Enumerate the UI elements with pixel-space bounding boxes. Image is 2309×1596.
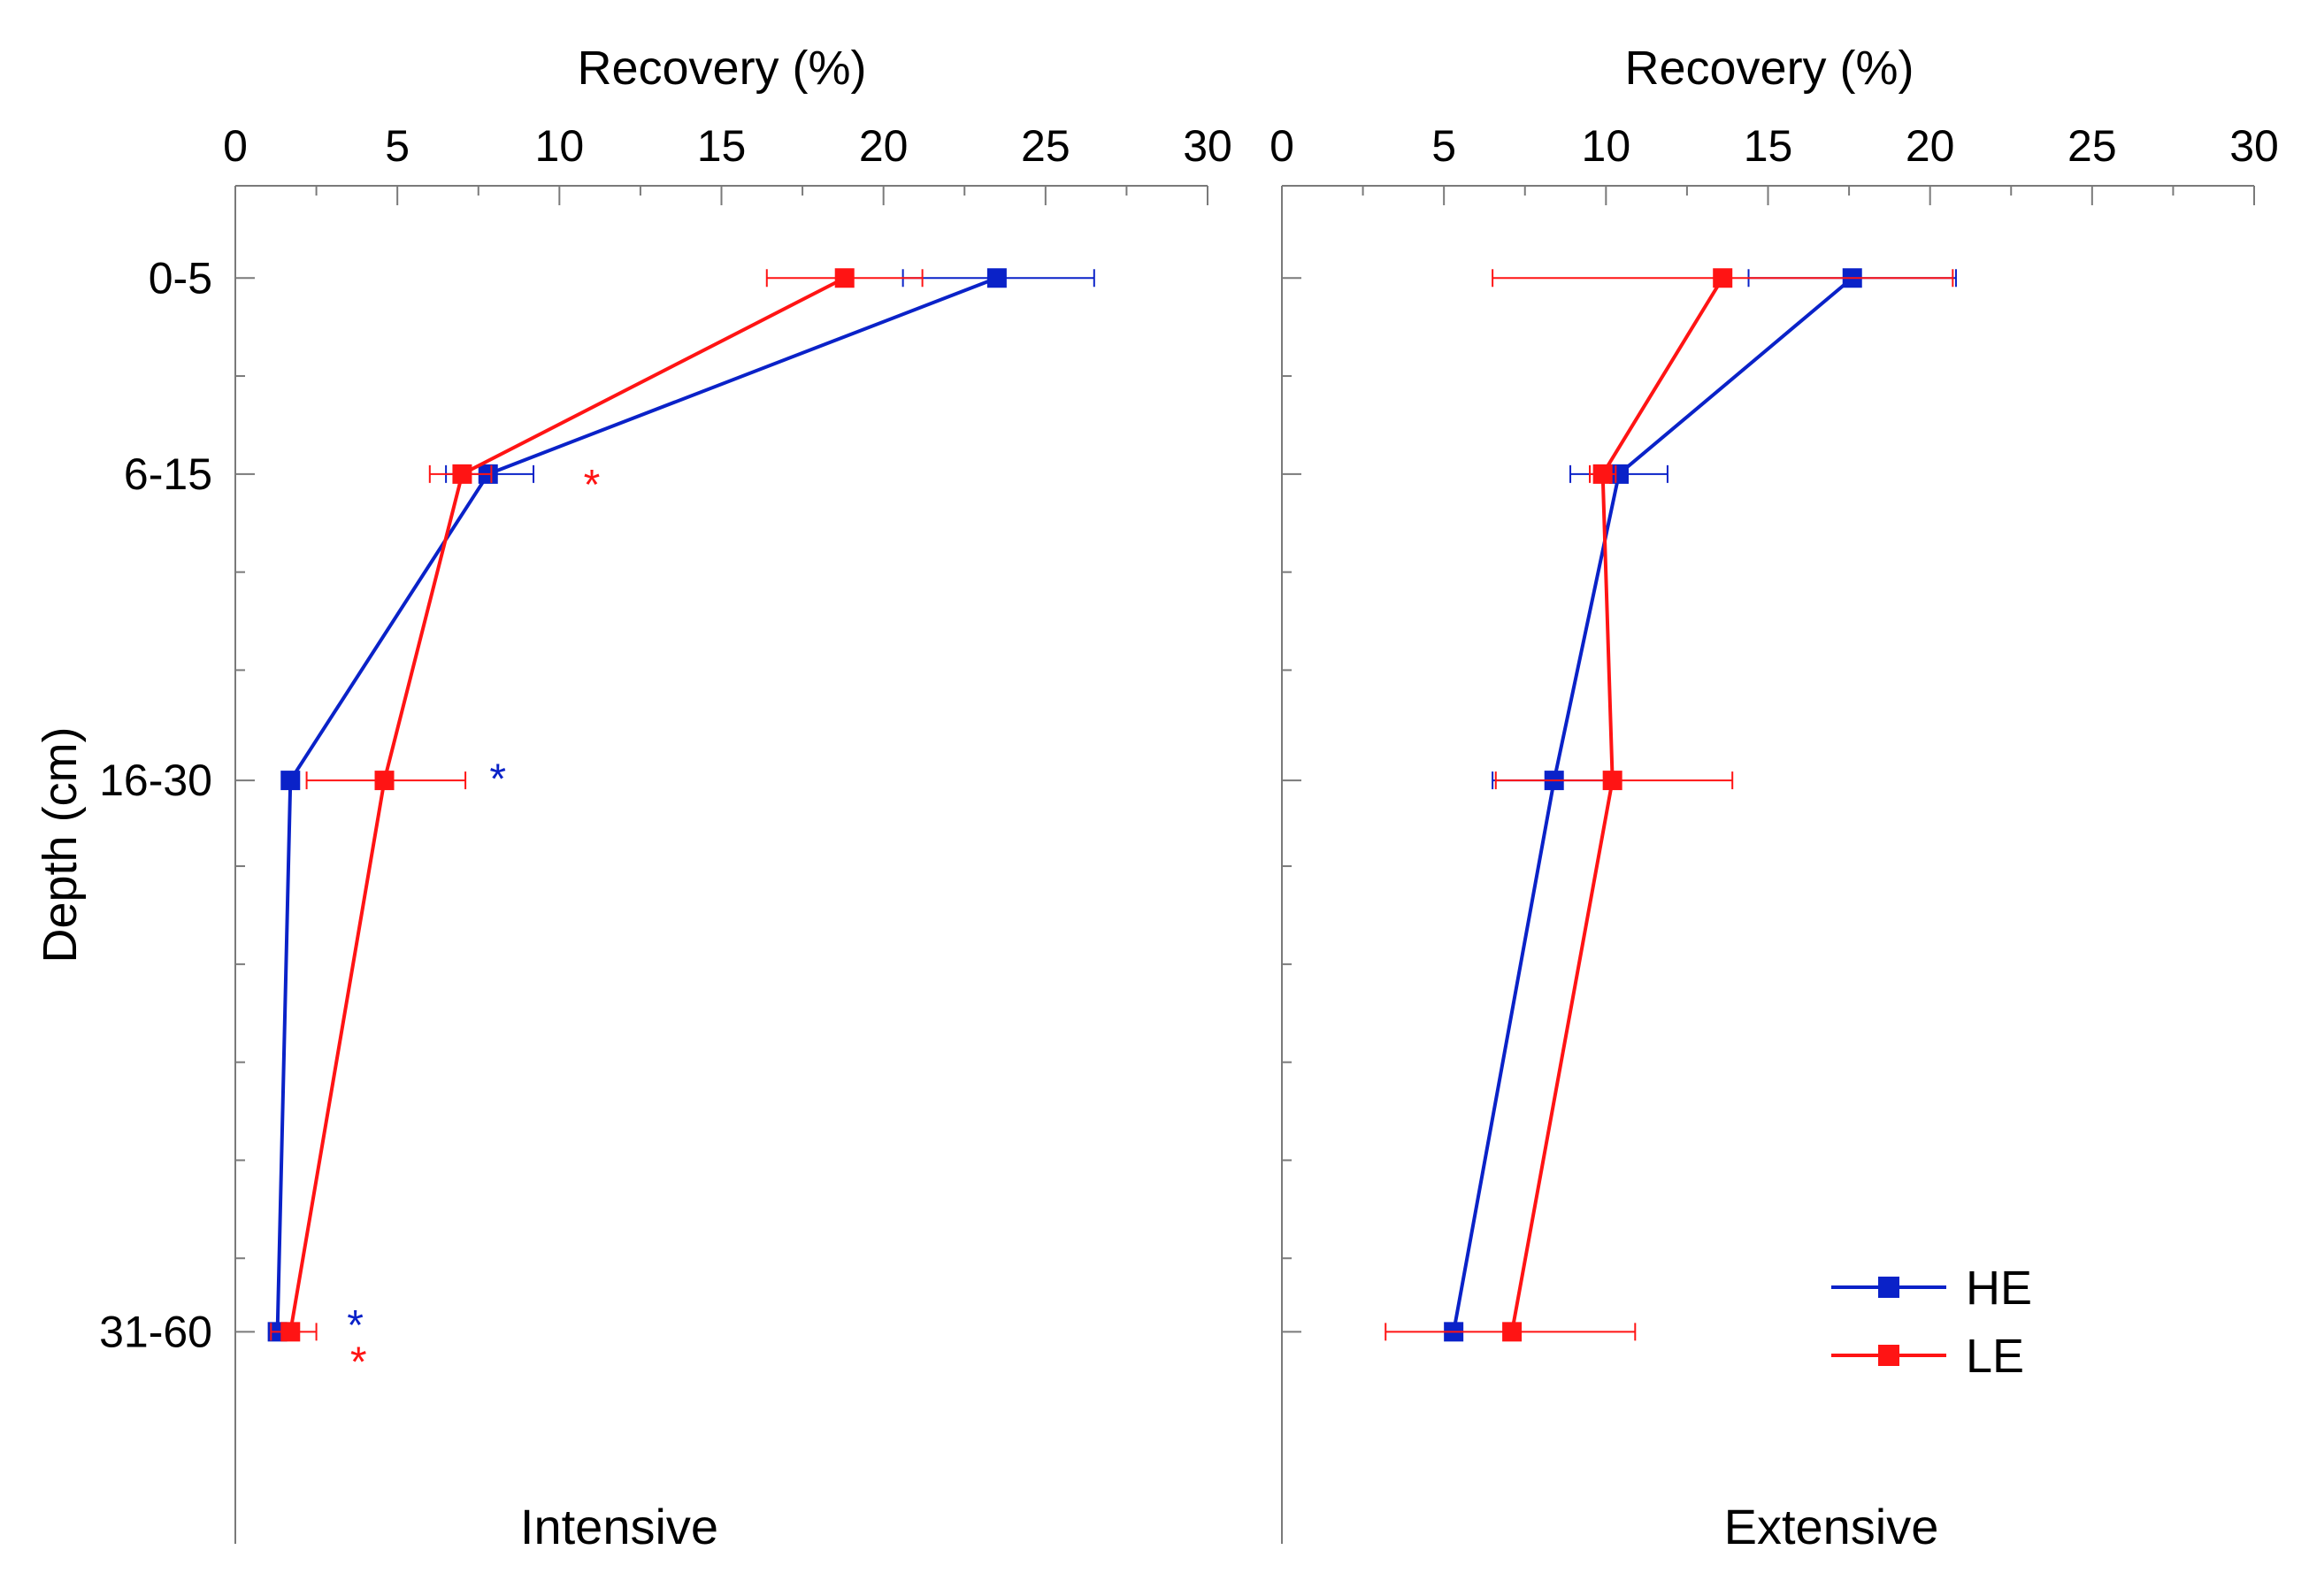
data-point-extensive-le-1: [1592, 464, 1613, 484]
x-tick-label-intensive-5: 5: [385, 121, 410, 171]
data-point-intensive-le-3: [280, 1322, 301, 1342]
significance-marker-intensive-0: *: [584, 462, 601, 509]
legend: HE LE: [1831, 1262, 2032, 1383]
significance-marker-intensive-1: *: [489, 756, 506, 802]
x-tick-label-extensive-25: 25: [2067, 121, 2117, 171]
legend-le-marker: [1878, 1345, 1899, 1366]
significance-marker-intensive-2: *: [347, 1302, 364, 1349]
significance-marker-intensive-3: *: [350, 1339, 367, 1386]
data-point-intensive-le-0: [834, 268, 855, 288]
data-point-intensive-he-2: [280, 771, 301, 791]
panel-extensive: Recovery (%) Extensive 0 5 10 15 20 25 30: [1270, 42, 2279, 1554]
data-point-extensive-he-1: [1608, 464, 1629, 484]
x-tick-label-intensive-0: 0: [223, 121, 248, 171]
panel-label-intensive: Intensive: [520, 1499, 718, 1554]
series-line-extensive-he: [1452, 276, 1854, 1332]
y-tick-label-0-5: 0-5: [149, 253, 212, 303]
x-tick-label-extensive-5: 5: [1431, 121, 1456, 171]
y-tick-label-6-15: 6-15: [124, 449, 212, 499]
x-tick-label-intensive-10: 10: [535, 121, 585, 171]
data-point-extensive-le-0: [1713, 268, 1733, 288]
x-tick-label-intensive-20: 20: [859, 121, 909, 171]
x-tick-label-extensive-15: 15: [1744, 121, 1793, 171]
x-tick-label-extensive-20: 20: [1906, 121, 1955, 171]
x-tick-label-intensive-30: 30: [1183, 121, 1232, 171]
x-axis-title-extensive: Recovery (%): [1624, 42, 1914, 95]
x-tick-label-intensive-15: 15: [697, 121, 747, 171]
legend-he-marker: [1878, 1277, 1899, 1298]
x-tick-label-extensive-10: 10: [1582, 121, 1631, 171]
data-point-extensive-le-2: [1602, 771, 1622, 791]
y-axis-title: Depth (cm): [34, 726, 87, 963]
x-axis-title-intensive: Recovery (%): [577, 42, 866, 95]
y-tick-label-16-30: 16-30: [99, 756, 212, 805]
series-line-extensive-le: [1510, 277, 1724, 1332]
legend-he-label: HE: [1966, 1262, 2032, 1315]
data-point-intensive-he-0: [986, 268, 1007, 288]
panel-label-extensive: Extensive: [1724, 1499, 1939, 1554]
data-point-extensive-le-3: [1502, 1322, 1523, 1342]
panel-intensive: Recovery (%) Intensive Depth (cm) 0 5 10 15…: [34, 42, 1232, 1554]
series-line-intensive-le: [288, 276, 846, 1332]
y-tick-label-31-60: 31-60: [99, 1307, 212, 1356]
legend-le-label: LE: [1966, 1330, 2024, 1383]
series-line-intensive-he: [275, 276, 998, 1332]
data-point-intensive-le-2: [374, 771, 395, 791]
data-point-intensive-le-1: [452, 464, 472, 484]
x-tick-label-extensive-0: 0: [1270, 121, 1294, 171]
x-tick-label-intensive-25: 25: [1021, 121, 1070, 171]
x-tick-label-extensive-30: 30: [2229, 121, 2279, 171]
